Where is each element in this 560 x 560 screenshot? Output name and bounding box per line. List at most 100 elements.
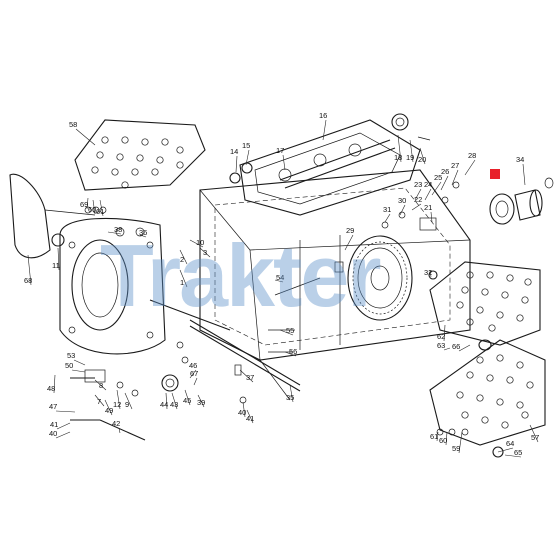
- callout-leader: [75, 128, 96, 146]
- callout-leader: [27, 254, 32, 286]
- mounting-hole: [176, 161, 184, 169]
- callout-18: 18: [394, 153, 402, 162]
- mounting-hole: [496, 354, 504, 362]
- callout-leader: [184, 389, 191, 406]
- callout-61: 61: [430, 432, 438, 441]
- mounting-hole: [486, 374, 494, 382]
- callout-leader: [56, 422, 71, 430]
- callout-leader: [429, 269, 432, 278]
- callout-leader: [384, 213, 391, 223]
- callout-leader: [92, 199, 96, 215]
- callout-61: 61: [96, 207, 104, 216]
- mounting-hole: [516, 401, 524, 409]
- callout-14: 14: [230, 147, 238, 156]
- mounting-hole: [496, 398, 504, 406]
- callout-66: 66: [452, 342, 460, 351]
- callout-21: 21: [424, 203, 432, 212]
- callout-54: 54: [276, 273, 284, 282]
- callout-38: 38: [114, 225, 122, 234]
- callout-leader: [165, 392, 168, 410]
- callout-29: 29: [346, 226, 354, 235]
- callout-32: 32: [424, 268, 432, 277]
- callout-leader: [445, 431, 448, 446]
- callout-leader: [235, 155, 238, 173]
- bearing-34: [514, 177, 554, 221]
- callout-leader: [104, 399, 113, 416]
- callout-45: 45: [183, 396, 191, 405]
- callout-leader: [282, 154, 286, 171]
- callout-44: 44: [160, 400, 168, 409]
- callout-leader: [193, 377, 198, 386]
- mounting-hole: [501, 291, 509, 299]
- mounting-hole: [161, 138, 169, 146]
- callout-leader: [279, 329, 294, 336]
- callout-24: 24: [424, 180, 432, 189]
- callout-68: 68: [24, 276, 32, 285]
- callout-11: 11: [52, 261, 60, 270]
- callout-35: 35: [286, 393, 294, 402]
- mounting-hole: [506, 274, 514, 282]
- bearing-33: [489, 193, 515, 225]
- mounting-hole: [516, 314, 524, 322]
- callout-leader: [522, 163, 526, 186]
- callout-leader: [53, 374, 56, 394]
- callout-47: 47: [49, 402, 57, 411]
- callout-10: 10: [196, 238, 204, 247]
- callout-41: 41: [246, 414, 254, 423]
- callout-16: 16: [319, 111, 327, 120]
- mounting-hole: [131, 168, 139, 176]
- callout-7: 7: [97, 397, 101, 406]
- mounting-hole: [176, 146, 184, 154]
- callout-58: 58: [69, 120, 77, 129]
- callout-leader: [458, 344, 471, 352]
- callout-leader: [99, 199, 104, 217]
- callout-leader: [246, 409, 254, 424]
- callout-28: 28: [468, 151, 476, 160]
- callout-leader: [274, 279, 284, 283]
- callout-leader: [411, 203, 422, 211]
- mounting-hole: [466, 371, 474, 379]
- callout-leader: [497, 447, 514, 453]
- callout-1: 1: [180, 278, 184, 287]
- callout-69: 69: [80, 200, 88, 209]
- callout-53: 53: [67, 351, 75, 360]
- highlight-marker: [490, 169, 500, 179]
- mounting-hole: [481, 288, 489, 296]
- callout-leader: [116, 389, 121, 410]
- callout-23: 23: [414, 180, 422, 189]
- callout-leader: [71, 369, 86, 373]
- callout-leader: [57, 247, 60, 271]
- callout-leader: [424, 188, 432, 201]
- mounting-hole: [101, 136, 109, 144]
- callout-19: 19: [406, 153, 414, 162]
- mounting-hole: [461, 411, 469, 419]
- mounting-hole: [116, 153, 124, 161]
- callout-59: 59: [452, 444, 460, 453]
- mounting-hole: [524, 278, 532, 286]
- mounting-hole: [461, 286, 469, 294]
- callout-34: 34: [516, 155, 524, 164]
- callout-leader: [397, 134, 402, 163]
- callout-41: 41: [50, 420, 58, 429]
- callout-leader: [409, 139, 414, 163]
- misc-parts: [51, 136, 504, 458]
- callout-26: 26: [441, 167, 449, 176]
- mounting-hole: [91, 166, 99, 174]
- callout-leader: [171, 392, 178, 410]
- callout-leader: [443, 324, 446, 342]
- callout-20: 20: [418, 155, 426, 164]
- callout-49: 49: [105, 406, 113, 415]
- floor-plate-lower: [429, 339, 546, 446]
- callout-leader: [464, 159, 476, 176]
- callout-leader: [344, 234, 354, 251]
- callout-leader: [94, 379, 107, 391]
- callout-leader: [284, 351, 297, 357]
- mounting-hole: [466, 271, 474, 279]
- mounting-hole: [481, 416, 489, 424]
- callout-leader: [139, 234, 147, 238]
- callout-22: 22: [414, 195, 422, 204]
- clutch-disc: [347, 235, 413, 321]
- callout-57: 57: [531, 433, 539, 442]
